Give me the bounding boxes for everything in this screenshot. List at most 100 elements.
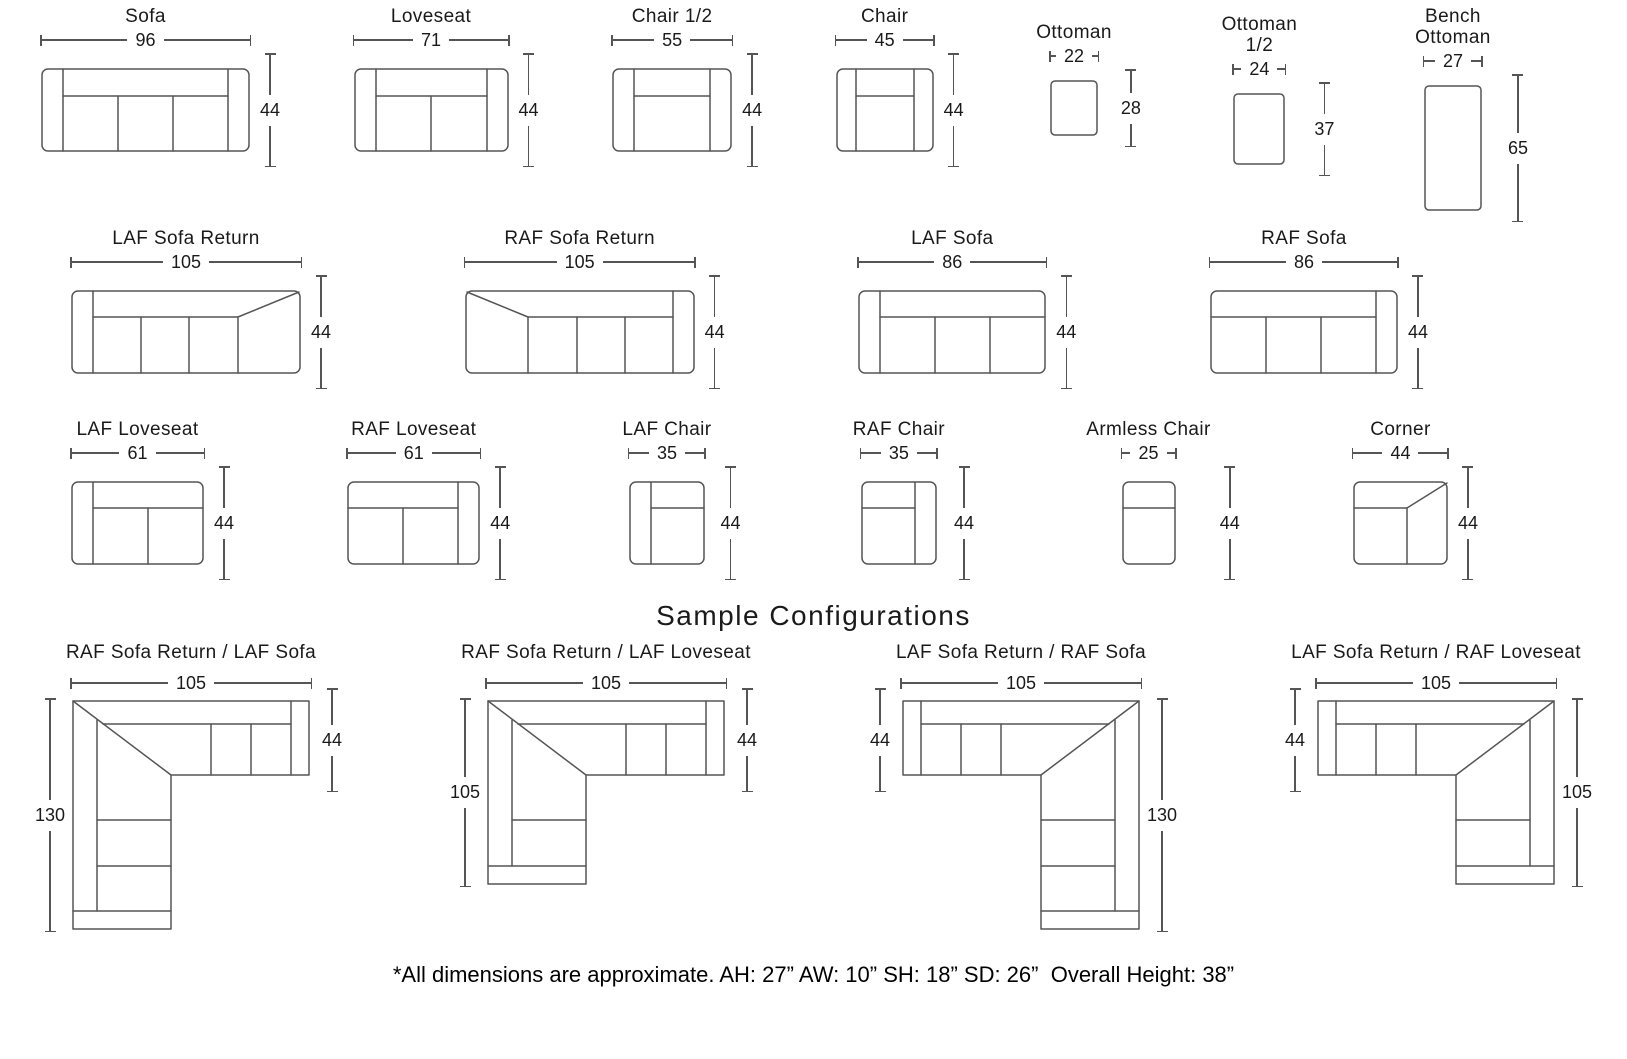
depth-dimension: 44: [712, 466, 750, 580]
piece-label: Chair 1/2: [631, 6, 713, 27]
row-sample-configurations: RAF Sofa Return / LAF Sofa 105 130 44 RA…: [0, 642, 1627, 932]
width-value: 24: [1249, 59, 1270, 79]
width-dimension: 55: [611, 30, 733, 50]
depth-dimension: 44: [205, 466, 243, 580]
bar-depth-dimension: 44: [861, 688, 899, 792]
width-value: 25: [1138, 443, 1159, 463]
piece-label: LAF Sofa Return: [112, 228, 260, 249]
piece-raf-sofa: RAF Sofa 86 44: [1209, 228, 1437, 389]
width-dimension: 22: [1049, 46, 1099, 66]
dimensions-footnote: *All dimensions are approximate. AH: 27”…: [392, 962, 1235, 987]
width-value: 105: [590, 673, 622, 693]
config-l-shape-drawing: [72, 700, 310, 930]
bar-depth-value: 44: [1284, 729, 1306, 750]
config-raf-sofa-return-laf-sofa: RAF Sofa Return / LAF Sofa 105 130 44: [30, 642, 352, 932]
width-dimension: 96: [40, 30, 251, 50]
dim-line: [41, 39, 128, 41]
width-dimension: 27: [1423, 52, 1483, 70]
depth-dimension: 44: [251, 53, 289, 167]
depth-dimension: 44: [1211, 466, 1249, 580]
piece-chair-half: Chair 1/2 55 44: [611, 6, 771, 167]
width-value: 96: [135, 30, 156, 50]
width-dimension: 71: [353, 30, 510, 50]
width-dimension: 86: [1209, 252, 1399, 272]
piece-label: LAF Sofa: [911, 228, 994, 249]
depth-value: 44: [704, 321, 725, 342]
row-small-sectional-pieces: LAF Loveseat 61 44 RAF Loveseat 61 44 LA…: [0, 419, 1627, 580]
depth-value: 44: [310, 321, 332, 342]
piece-bench-ottoman: Bench Ottoman 27 65: [1407, 6, 1537, 222]
depth-dimension: 44: [1047, 275, 1085, 389]
width-dimension: 24: [1232, 59, 1286, 79]
dim-line: [269, 54, 271, 95]
dim-line: [163, 39, 250, 41]
width-value: 61: [403, 443, 424, 463]
piece-laf-sofa: LAF Sofa 86 44: [857, 228, 1085, 389]
width-value: 86: [1293, 252, 1314, 272]
depth-dimension: 44: [302, 275, 340, 389]
piece-label: RAF Loveseat: [351, 419, 477, 440]
width-dimension: 45: [835, 30, 935, 50]
width-dimension: 44: [1352, 443, 1449, 463]
depth-dimension: 44: [945, 466, 983, 580]
depth-value: 44: [720, 512, 741, 533]
width-value: 35: [656, 443, 677, 463]
piece-label: LAF Chair: [622, 419, 712, 440]
width-dimension: 61: [346, 443, 481, 463]
depth-value: 44: [1407, 321, 1428, 342]
piece-label: Bench Ottoman: [1415, 6, 1491, 48]
bar-depth-value: 44: [736, 729, 758, 750]
side-depth-value: 105: [449, 782, 481, 802]
depth-value: 44: [1219, 512, 1240, 533]
laf-loveseat-top-view-drawing: [71, 481, 204, 565]
piece-raf-loveseat: RAF Loveseat 61 44: [346, 419, 519, 580]
side-depth-dimension: 130: [1143, 698, 1181, 932]
side-depth-value: 105: [1561, 782, 1593, 802]
piece-loveseat: Loveseat 71 44: [353, 6, 548, 167]
width-value: 71: [421, 30, 442, 50]
piece-ottoman-half: Ottoman 1/2 24 37: [1213, 14, 1343, 176]
depth-dimension: 37: [1305, 82, 1343, 176]
depth-dimension: 44: [935, 53, 973, 167]
width-dimension: 35: [860, 444, 938, 462]
width-value: 86: [942, 252, 963, 272]
chair-half-top-view-drawing: [612, 68, 732, 152]
raf-loveseat-top-view-drawing: [347, 481, 480, 565]
width-value: 44: [1390, 443, 1411, 463]
width-value: 22: [1064, 46, 1085, 66]
laf-chair-top-view-drawing: [629, 481, 705, 565]
raf-chair-top-view-drawing: [861, 481, 937, 565]
depth-value: 44: [259, 99, 281, 120]
config-laf-sofa-return-raf-sofa: LAF Sofa Return / RAF Sofa 105 44 130: [860, 642, 1182, 932]
depth-value: 37: [1314, 118, 1335, 139]
width-value: 55: [662, 30, 683, 50]
width-value: 105: [1420, 673, 1452, 693]
config-label: RAF Sofa Return / LAF Loveseat: [461, 642, 751, 663]
width-dimension: 105: [464, 253, 696, 271]
piece-chair: Chair 45 44: [835, 6, 973, 167]
bench-ottoman-top-view-drawing: [1424, 85, 1482, 211]
chair-top-view-drawing: [835, 68, 934, 152]
depth-dimension: 65: [1499, 74, 1537, 222]
bar-depth-value: 44: [869, 729, 891, 750]
piece-armless-chair: Armless Chair 25 44: [1086, 419, 1249, 580]
width-value: 105: [175, 673, 207, 693]
bar-depth-dimension: 44: [1276, 688, 1314, 792]
side-depth-dimension: 105: [446, 698, 484, 887]
config-l-shape-drawing: [902, 700, 1140, 930]
depth-value: 44: [490, 512, 511, 533]
side-depth-dimension: 105: [1558, 698, 1596, 887]
laf-sofa-return-top-view-drawing: [71, 290, 301, 374]
depth-dimension: 44: [481, 466, 519, 580]
laf-sofa-top-view-drawing: [858, 290, 1047, 374]
depth-dimension: 44: [733, 53, 771, 167]
width-value: 45: [874, 30, 895, 50]
raf-sofa-return-top-view-drawing: [464, 290, 695, 374]
side-depth-value: 130: [1146, 804, 1178, 825]
piece-sofa: Sofa 96 44: [40, 6, 289, 167]
sofa-top-view-drawing: [41, 68, 250, 152]
piece-label: Loveseat: [390, 6, 472, 27]
piece-label: RAF Sofa Return: [504, 228, 655, 249]
row-sectional-sofas: LAF Sofa Return 105 44 RAF Sofa Return 1…: [0, 228, 1627, 389]
